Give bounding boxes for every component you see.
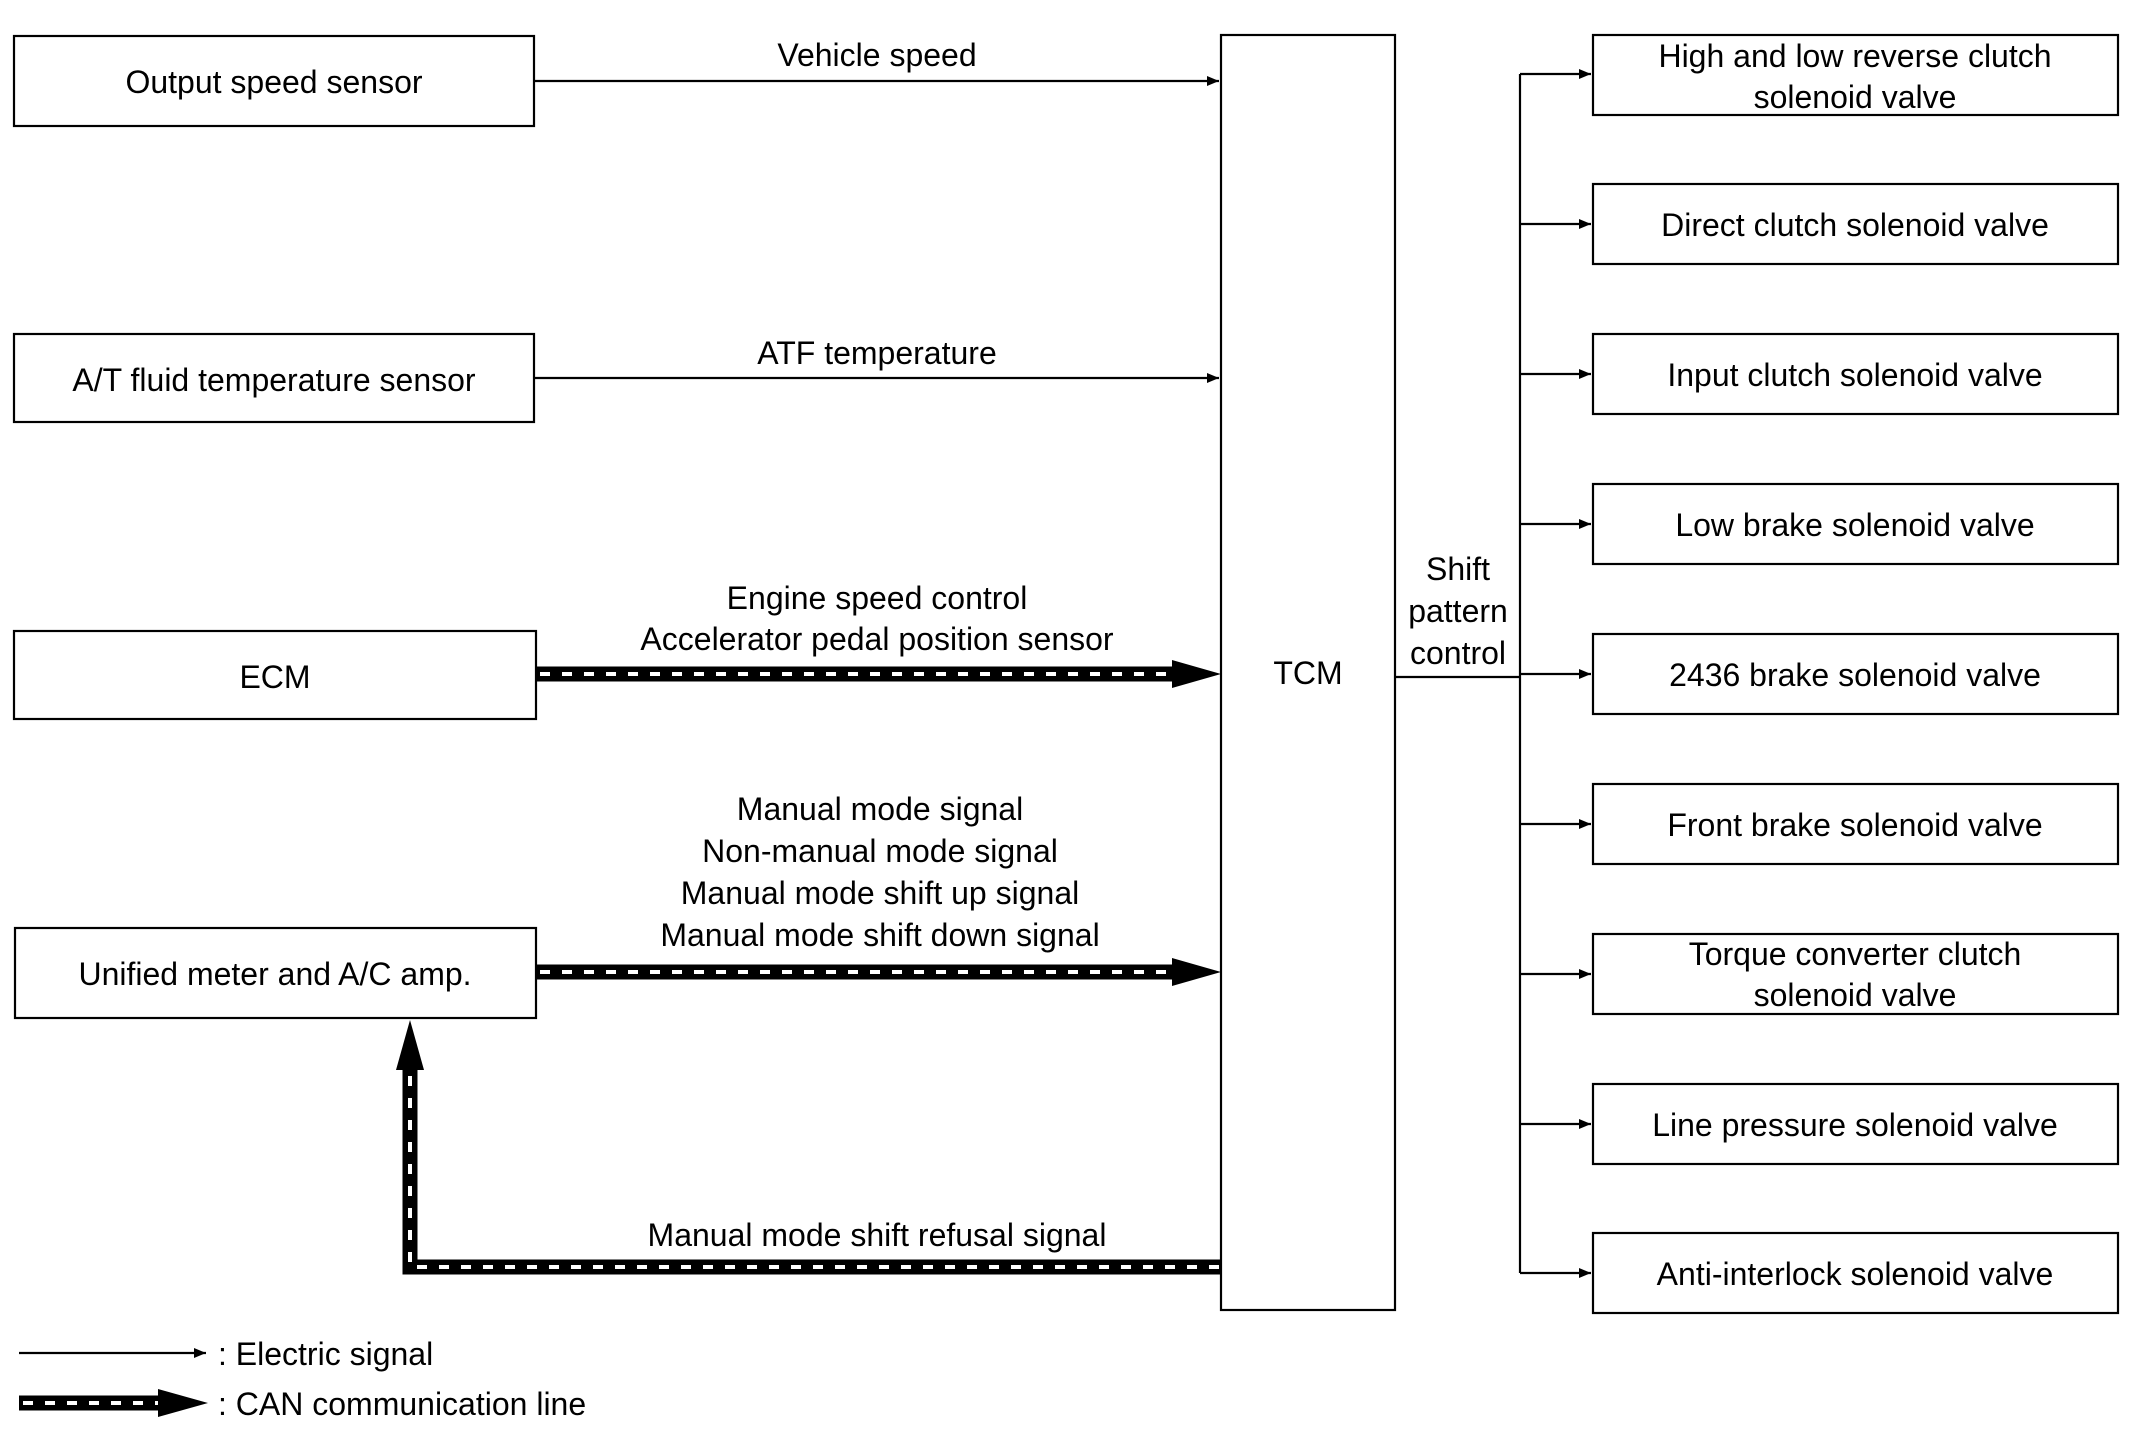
legend-electric: : Electric signal xyxy=(19,1336,433,1372)
signal-label: ATF temperature xyxy=(757,335,996,371)
legend-can: : CAN communication line xyxy=(19,1386,586,1422)
valve-label: High and low reverse clutch xyxy=(1658,38,2051,74)
input-label: A/T fluid temperature sensor xyxy=(72,362,476,398)
signal-label: Manual mode shift up signal xyxy=(681,875,1079,911)
valve-label: Anti-interlock solenoid valve xyxy=(1657,1256,2054,1292)
output-front-brake: Front brake solenoid valve xyxy=(1520,782,2120,866)
signal-label: Engine speed control xyxy=(727,580,1028,616)
output-label: Shift xyxy=(1426,551,1490,587)
can-tcm-to-meter-feedback: Manual mode shift refusal signal xyxy=(396,1020,1221,1275)
output-low-brake: Low brake solenoid valve xyxy=(1520,482,2120,566)
output-line-pressure: Line pressure solenoid valve xyxy=(1520,1082,2120,1166)
valve-label: Line pressure solenoid valve xyxy=(1652,1107,2058,1143)
valve-label: Torque converter clutch xyxy=(1689,936,2022,972)
output-high-low-reverse-clutch: High and low reverse clutch solenoid val… xyxy=(1520,33,2120,117)
output-label: pattern xyxy=(1408,593,1508,629)
valve-label: Front brake solenoid valve xyxy=(1667,807,2042,843)
legend: : Electric signal : CAN communication li… xyxy=(19,1336,586,1422)
signal-label: Manual mode shift down signal xyxy=(660,917,1099,953)
signal-label: Manual mode signal xyxy=(737,791,1023,827)
valve-label: Low brake solenoid valve xyxy=(1675,507,2034,543)
signal-label: Manual mode shift refusal signal xyxy=(648,1217,1107,1253)
input-label: Output speed sensor xyxy=(125,64,422,100)
output-bus: Shift pattern control xyxy=(1395,74,1522,1273)
signal-vehicle-speed: Vehicle speed xyxy=(534,37,1219,86)
output-label: control xyxy=(1410,635,1506,671)
tcm-unit: TCM xyxy=(1219,33,1397,1312)
legend-label: : CAN communication line xyxy=(218,1386,586,1422)
signal-label: Accelerator pedal position sensor xyxy=(640,621,1114,657)
valve-label: 2436 brake solenoid valve xyxy=(1669,657,2041,693)
can-meter-to-tcm: Manual mode signal Non-manual mode signa… xyxy=(536,791,1221,986)
output-direct-clutch: Direct clutch solenoid valve xyxy=(1520,182,2120,266)
input-unified-meter: Unified meter and A/C amp. xyxy=(13,926,538,1020)
valve-label: Direct clutch solenoid valve xyxy=(1661,207,2049,243)
output-input-clutch: Input clutch solenoid valve xyxy=(1520,332,2120,416)
input-label: ECM xyxy=(239,659,310,695)
signal-label: Vehicle speed xyxy=(777,37,976,73)
signal-atf-temperature: ATF temperature xyxy=(534,335,1219,383)
valve-label: solenoid valve xyxy=(1754,977,1957,1013)
tcm-label: TCM xyxy=(1273,655,1342,691)
valve-label: Input clutch solenoid valve xyxy=(1667,357,2042,393)
output-2436-brake: 2436 brake solenoid valve xyxy=(1520,632,2120,716)
input-output-speed-sensor: Output speed sensor xyxy=(12,34,536,128)
output-anti-interlock: Anti-interlock solenoid valve xyxy=(1520,1231,2120,1315)
input-ecm: ECM xyxy=(12,629,538,721)
can-ecm-to-tcm: Engine speed control Accelerator pedal p… xyxy=(536,580,1221,688)
output-torque-converter-clutch: Torque converter clutch solenoid valve xyxy=(1520,932,2120,1016)
input-label: Unified meter and A/C amp. xyxy=(78,956,471,992)
legend-label: : Electric signal xyxy=(218,1336,433,1372)
signal-label: Non-manual mode signal xyxy=(702,833,1058,869)
input-atf-temp-sensor: A/T fluid temperature sensor xyxy=(12,332,536,424)
valve-label: solenoid valve xyxy=(1754,79,1957,115)
